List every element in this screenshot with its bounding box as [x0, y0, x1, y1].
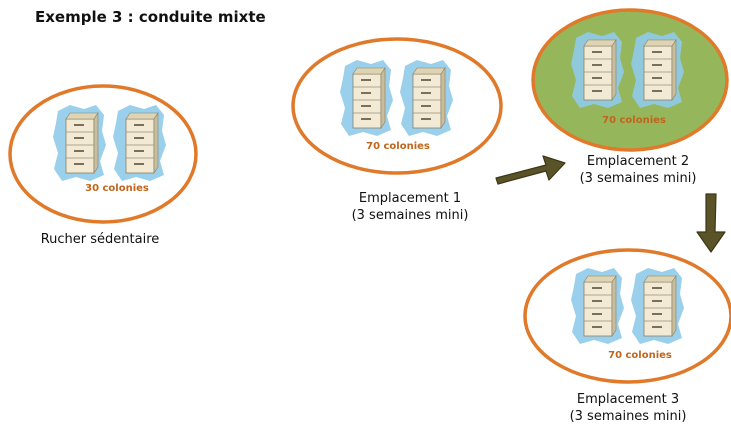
site-name: Emplacement 3 — [577, 392, 679, 407]
site-ring — [523, 248, 731, 384]
beehive-icon — [399, 59, 454, 137]
transition-arrow-2-to-3 — [696, 193, 726, 253]
transition-arrow-1-to-2 — [495, 155, 566, 185]
beehive-icon — [630, 31, 685, 109]
site-name: Emplacement 1 — [359, 191, 461, 206]
site-emplacement-1: 70 colonies Emplacement 1 (3 semaines mi… — [291, 37, 503, 223]
beehive-icon — [570, 267, 625, 345]
diagram-title: Exemple 3 : conduite mixte — [35, 8, 266, 26]
beehive-icon — [52, 104, 107, 182]
site-ring — [8, 84, 198, 224]
beehive-icon — [112, 104, 167, 182]
site-rucher-sedentaire: 30 colonies Rucher sédentaire — [8, 84, 198, 247]
beehive-icon — [630, 267, 685, 345]
site-name: Rucher sédentaire — [41, 232, 160, 247]
site-emplacement-3: 70 colonies Emplacement 3 (3 semaines mi… — [523, 248, 731, 424]
colony-count: 70 colonies — [366, 141, 430, 152]
beehive-icon — [339, 59, 394, 137]
site-ring — [531, 8, 729, 152]
site-name: Emplacement 2 — [587, 154, 689, 169]
site-detail: (3 semaines mini) — [570, 409, 687, 424]
colony-count: 70 colonies — [602, 115, 666, 126]
site-ring — [291, 37, 503, 175]
beehive-icon — [570, 31, 625, 109]
colony-count: 30 colonies — [85, 183, 149, 194]
site-detail: (3 semaines mini) — [580, 171, 697, 186]
site-detail: (3 semaines mini) — [352, 208, 469, 223]
site-emplacement-2: 70 colonies Emplacement 2 (3 semaines mi… — [531, 8, 729, 186]
colony-count: 70 colonies — [608, 350, 672, 361]
